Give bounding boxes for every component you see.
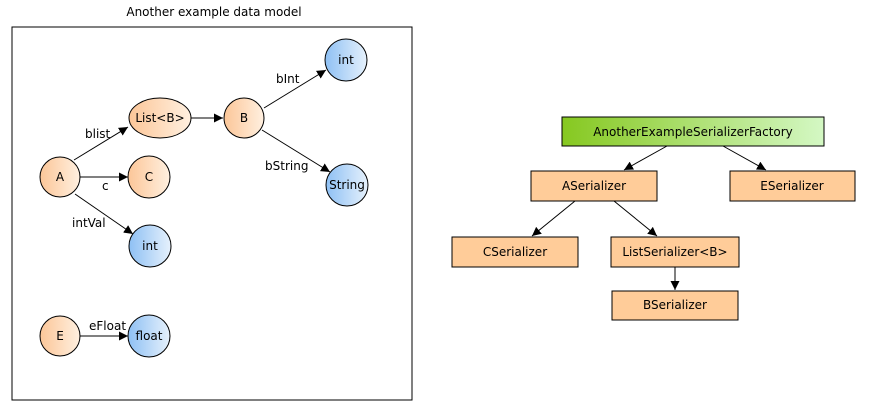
edge-a-list <box>73 126 129 161</box>
edge-a-int <box>74 193 134 235</box>
node-int-a[interactable]: int <box>128 224 172 268</box>
node-int-b-label: int <box>338 53 354 67</box>
edge-a-list-serializer <box>613 200 658 237</box>
node-float-label: float <box>136 329 163 343</box>
e-serializer-node[interactable]: ESerializer <box>729 170 856 202</box>
node-string[interactable]: String <box>325 163 369 207</box>
edge-factory-e <box>722 145 767 171</box>
c-serializer-node[interactable]: CSerializer <box>451 236 579 268</box>
node-int-b[interactable]: int <box>324 38 368 82</box>
list-serializer-label: ListSerializer<B> <box>622 245 727 259</box>
node-list-b-label: List<B> <box>135 111 184 125</box>
node-a[interactable]: A <box>39 156 81 198</box>
edge-label-bint: bInt <box>276 72 300 86</box>
edge-label-intval: intVal <box>72 216 106 230</box>
model-edges <box>73 69 331 341</box>
node-e-label: E <box>56 329 64 343</box>
edge-label-efloat: eFloat <box>89 319 126 333</box>
b-serializer-node[interactable]: BSerializer <box>611 290 739 321</box>
e-serializer-label: ESerializer <box>760 179 824 193</box>
a-serializer-label: ASerializer <box>562 179 626 193</box>
panel-title: Another example data model <box>126 5 301 19</box>
node-a-label: A <box>56 170 65 184</box>
data-model-panel: Another example data model blist c intVa… <box>11 5 413 401</box>
node-list-b[interactable]: List<B> <box>128 97 192 139</box>
serializer-tree: AnotherExampleSerializerFactory ASeriali… <box>451 116 856 321</box>
edge-label-bstring: bString <box>265 159 308 173</box>
edge-b-string <box>261 129 331 173</box>
b-serializer-label: BSerializer <box>643 298 707 312</box>
node-int-a-label: int <box>142 239 158 253</box>
factory-node-label: AnotherExampleSerializerFactory <box>593 125 793 139</box>
edge-factory-a <box>623 145 668 171</box>
node-b[interactable]: B <box>223 97 265 139</box>
edge-a-c-serializer <box>531 200 576 237</box>
node-string-label: String <box>329 178 365 192</box>
node-c[interactable]: C <box>127 155 171 199</box>
edge-label-blist: blist <box>85 127 111 141</box>
node-c-label: C <box>145 170 153 184</box>
edge-label-c: c <box>102 179 109 193</box>
node-float[interactable]: float <box>127 314 171 358</box>
c-serializer-label: CSerializer <box>483 245 547 259</box>
list-serializer-node[interactable]: ListSerializer<B> <box>610 236 740 268</box>
factory-node[interactable]: AnotherExampleSerializerFactory <box>561 116 825 147</box>
edge-b-int <box>263 69 327 109</box>
node-e[interactable]: E <box>39 315 81 357</box>
a-serializer-node[interactable]: ASerializer <box>530 170 658 202</box>
node-b-label: B <box>240 111 248 125</box>
tree-edges <box>531 145 767 290</box>
edge-labels: blist c intVal bInt bString eFloat <box>72 72 308 333</box>
